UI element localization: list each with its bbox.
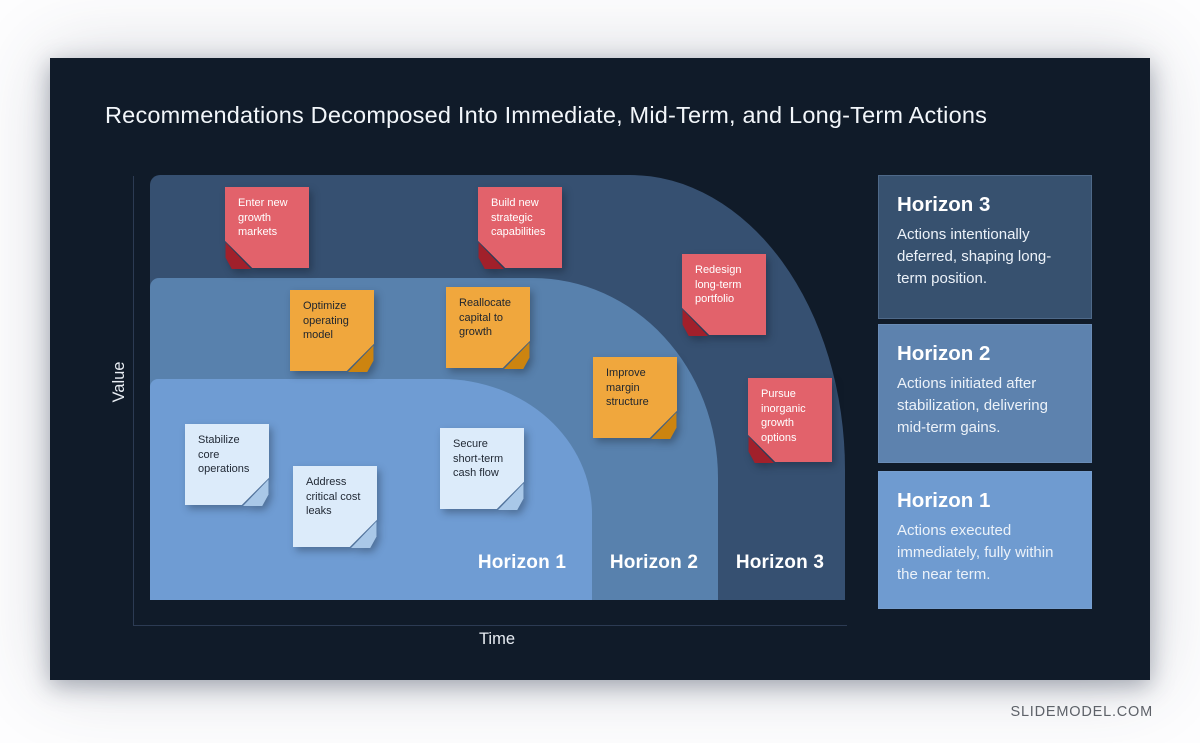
sticky-note: Enter new growth markets bbox=[225, 187, 309, 269]
legend-card-horizon-1: Horizon 1 Actions executed immediately, … bbox=[878, 471, 1092, 609]
note-fold-corner bbox=[504, 342, 530, 369]
sticky-note: Stabilize core operations bbox=[185, 424, 269, 506]
note-fold-corner bbox=[225, 242, 251, 269]
sticky-note: Improve margin structure bbox=[593, 357, 677, 439]
horizon-2-band-label: Horizon 2 bbox=[609, 552, 699, 573]
horizon-1-band-label: Horizon 1 bbox=[477, 552, 567, 573]
sticky-note-text: Stabilize core operations bbox=[198, 434, 250, 476]
sticky-note-text: Improve margin structure bbox=[606, 367, 649, 409]
note-fold-corner bbox=[651, 412, 677, 439]
legend-card-horizon-2: Horizon 2 Actions initiated after stabil… bbox=[878, 324, 1092, 463]
sticky-note: Optimize operating model bbox=[290, 290, 374, 372]
x-axis-label: Time bbox=[478, 630, 516, 648]
note-fold-corner bbox=[498, 483, 524, 510]
horizon-3-band-label: Horizon 3 bbox=[735, 552, 825, 573]
note-fold-corner bbox=[348, 345, 374, 372]
slide-canvas: Recommendations Decomposed Into Immediat… bbox=[50, 58, 1150, 680]
sticky-note-text: Enter new growth markets bbox=[238, 197, 288, 239]
legend-card-title: Horizon 1 bbox=[897, 489, 991, 512]
note-fold-corner bbox=[243, 479, 269, 506]
sticky-note-text: Reallocate capital to growth bbox=[459, 297, 511, 339]
sticky-note: Secure short-term cash flow bbox=[440, 428, 524, 510]
sticky-note-text: Pursue inorganic growth options bbox=[761, 388, 806, 444]
legend-card-body: Actions intentionally deferred, shaping … bbox=[897, 226, 1052, 287]
legend-card-title: Horizon 2 bbox=[897, 342, 991, 365]
x-axis-line bbox=[133, 625, 847, 626]
sticky-note: Build new strategic capabilities bbox=[478, 187, 562, 269]
slide-title: Recommendations Decomposed Into Immediat… bbox=[105, 102, 988, 128]
sticky-note: Redesign long-term portfolio bbox=[682, 254, 766, 336]
note-fold-corner bbox=[351, 521, 377, 548]
y-axis-label: Value bbox=[110, 361, 128, 403]
y-axis-line bbox=[133, 176, 134, 625]
legend-card-horizon-3: Horizon 3 Actions intentionally deferred… bbox=[878, 175, 1092, 319]
note-fold-corner bbox=[682, 309, 708, 336]
sticky-note-text: Optimize operating model bbox=[303, 300, 349, 342]
legend-card-title: Horizon 3 bbox=[897, 193, 991, 216]
note-fold-corner bbox=[478, 242, 504, 269]
slidemodel-watermark: SLIDEMODEL.COM bbox=[1010, 704, 1153, 720]
sticky-note-text: Build new strategic capabilities bbox=[491, 197, 546, 239]
legend-card-body: Actions initiated after stabilization, d… bbox=[897, 375, 1048, 436]
sticky-note-text: Redesign long-term portfolio bbox=[695, 264, 742, 306]
sticky-note: Address critical cost leaks bbox=[293, 466, 377, 548]
sticky-note-text: Secure short-term cash flow bbox=[453, 438, 504, 480]
legend-card-body: Actions executed immediately, fully with… bbox=[897, 522, 1054, 583]
sticky-note: Reallocate capital to growth bbox=[446, 287, 530, 369]
sticky-note-text: Address critical cost leaks bbox=[306, 476, 361, 518]
sticky-note: Pursue inorganic growth options bbox=[748, 378, 832, 463]
